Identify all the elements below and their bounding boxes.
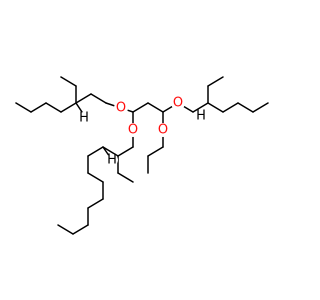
bond	[90, 93, 107, 104]
oxygen-atom: O	[126, 123, 140, 138]
hydrogen-atom: H	[78, 111, 90, 126]
molecule-canvas: O O O O H H H	[15, 76, 269, 235]
oxygen-label: O	[158, 123, 168, 138]
bond	[207, 102, 224, 113]
bond	[207, 76, 224, 87]
bond	[192, 102, 209, 113]
bond	[72, 224, 89, 235]
bond	[30, 102, 47, 113]
bond	[45, 102, 62, 113]
oxygen-atom: O	[156, 123, 170, 138]
hydrogen-label: H	[196, 109, 206, 124]
bond	[87, 146, 104, 157]
hydrogen-label: H	[107, 153, 117, 168]
oxygen-atom: O	[171, 96, 185, 111]
oxygen-label: O	[173, 96, 183, 111]
atom-labels: O O O O H H H	[78, 96, 207, 168]
molecule-structure: O O O O H H H	[15, 76, 269, 235]
bond	[117, 146, 134, 157]
oxygen-atom: O	[114, 101, 128, 116]
bond	[60, 76, 77, 87]
bond	[222, 102, 239, 113]
bond	[237, 102, 254, 113]
bond	[117, 172, 134, 183]
hydrogen-atom: H	[195, 109, 207, 124]
bond-group	[15, 76, 269, 235]
bond	[75, 93, 92, 104]
bond	[87, 172, 104, 183]
bond	[102, 146, 119, 157]
oxygen-label: O	[128, 123, 138, 138]
bond	[252, 102, 269, 113]
bond	[87, 198, 104, 209]
bond	[147, 102, 164, 113]
bond	[57, 224, 74, 235]
bond	[15, 102, 32, 113]
bond	[132, 102, 149, 113]
hydrogen-label: H	[79, 111, 89, 126]
bond	[147, 146, 164, 157]
hydrogen-atom: H	[106, 153, 118, 168]
oxygen-label: O	[116, 101, 126, 116]
bond	[60, 102, 77, 113]
